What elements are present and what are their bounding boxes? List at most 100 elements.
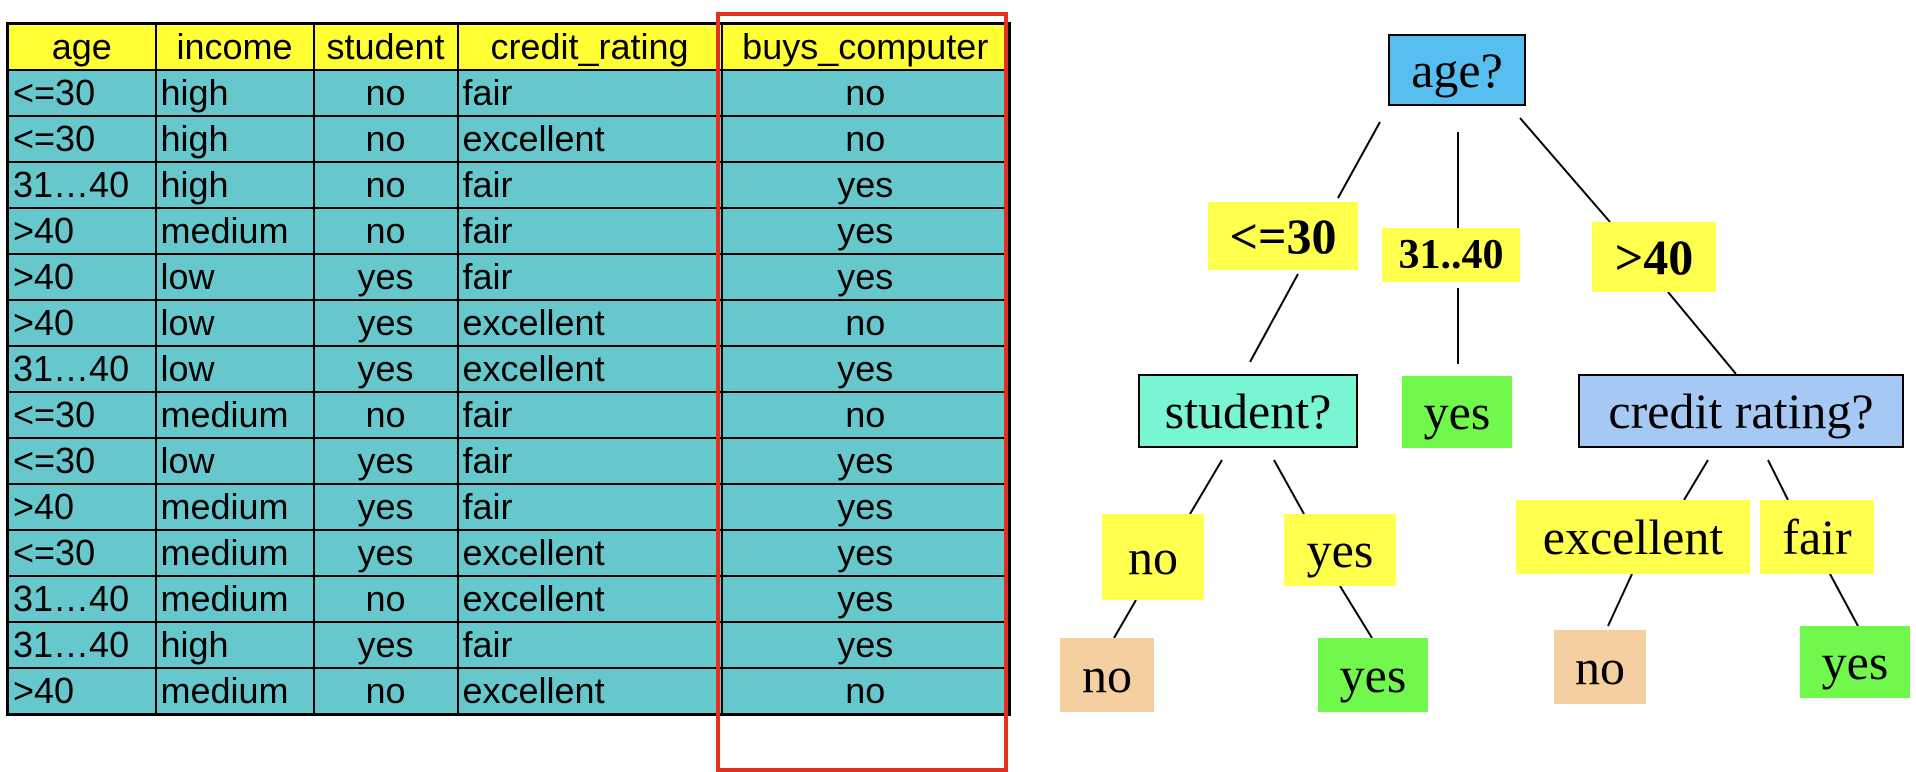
cell-credit-rating: excellent (456, 115, 723, 163)
cell-student: no (312, 575, 459, 623)
cell-buys-computer: no (720, 391, 1011, 439)
cell-age: 31…40 (6, 345, 157, 393)
cell-credit-rating: fair (456, 207, 723, 255)
cell-buys-computer: no (720, 299, 1011, 347)
edge-fair-leaf (1829, 573, 1859, 627)
cell-student: no (312, 69, 459, 117)
cell-income: high (154, 161, 315, 209)
cell-credit-rating: excellent (456, 529, 723, 577)
branch-label-student-no: no (1102, 514, 1204, 600)
cell-buys-computer: yes (720, 161, 1011, 209)
cell-credit-rating: fair (456, 69, 723, 117)
cell-buys-computer: yes (720, 437, 1011, 485)
column-header-buys-computer: buys_computer (720, 22, 1011, 71)
cell-age: >40 (6, 207, 157, 255)
cell-age: >40 (6, 299, 157, 347)
cell-buys-computer: yes (720, 483, 1011, 531)
cell-buys-computer: yes (720, 529, 1011, 577)
cell-credit-rating: excellent (456, 667, 723, 716)
edge-no-leaf (1113, 599, 1137, 639)
column-header-age: age (6, 22, 157, 71)
edge-le30-student (1249, 273, 1299, 363)
cell-buys-computer: yes (720, 621, 1011, 669)
cell-student: no (312, 667, 459, 716)
node-student: student? (1138, 374, 1358, 448)
cell-student: no (312, 115, 459, 163)
root-node-age: age? (1388, 34, 1526, 106)
cell-income: low (154, 299, 315, 347)
cell-income: high (154, 115, 315, 163)
cell-income: medium (154, 667, 315, 716)
cell-age: <=30 (6, 69, 157, 117)
cell-buys-computer: no (720, 69, 1011, 117)
cell-credit-rating: fair (456, 483, 723, 531)
branch-label-excellent: excellent (1516, 500, 1750, 574)
column-header-credit-rating: credit_rating (456, 22, 723, 71)
cell-student: yes (312, 253, 459, 301)
cell-buys-computer: yes (720, 345, 1011, 393)
cell-student: yes (312, 345, 459, 393)
edge-credit-excellent (1683, 459, 1709, 501)
cell-buys-computer: no (720, 115, 1011, 163)
cell-age: 31…40 (6, 161, 157, 209)
cell-credit-rating: fair (456, 253, 723, 301)
cell-buys-computer: yes (720, 253, 1011, 301)
cell-age: <=30 (6, 529, 157, 577)
cell-student: yes (312, 437, 459, 485)
cell-income: low (154, 253, 315, 301)
leaf-no-student: no (1060, 638, 1154, 712)
leaf-yes-student: yes (1318, 638, 1428, 712)
branch-label-fair: fair (1760, 500, 1874, 574)
cell-income: medium (154, 529, 315, 577)
edge-age-gt40 (1519, 117, 1611, 223)
cell-student: no (312, 161, 459, 209)
cell-income: high (154, 621, 315, 669)
tree-edges (1113, 117, 1859, 639)
cell-buys-computer: yes (720, 207, 1011, 255)
cell-income: medium (154, 575, 315, 623)
cell-credit-rating: fair (456, 161, 723, 209)
cell-buys-computer: no (720, 667, 1011, 716)
cell-age: <=30 (6, 115, 157, 163)
cell-buys-computer: yes (720, 575, 1011, 623)
branch-label-31-40: 31..40 (1382, 228, 1520, 282)
edge-age-le30 (1337, 121, 1381, 199)
cell-credit-rating: fair (456, 621, 723, 669)
cell-credit-rating: excellent (456, 575, 723, 623)
cell-age: >40 (6, 253, 157, 301)
edge-student-yes (1273, 459, 1305, 515)
cell-credit-rating: fair (456, 437, 723, 485)
cell-income: medium (154, 483, 315, 531)
edge-student-no (1189, 459, 1223, 515)
cell-student: no (312, 207, 459, 255)
cell-student: yes (312, 483, 459, 531)
branch-label-student-yes: yes (1284, 514, 1396, 586)
edge-excellent-leaf (1607, 573, 1633, 627)
edge-yes-leaf (1339, 585, 1373, 639)
cell-income: low (154, 345, 315, 393)
cell-income: low (154, 437, 315, 485)
cell-income: high (154, 69, 315, 117)
cell-age: 31…40 (6, 575, 157, 623)
leaf-no-excellent: no (1554, 630, 1646, 704)
cell-credit-rating: fair (456, 391, 723, 439)
column-header-income: income (154, 22, 315, 71)
cell-income: medium (154, 207, 315, 255)
cell-student: no (312, 391, 459, 439)
